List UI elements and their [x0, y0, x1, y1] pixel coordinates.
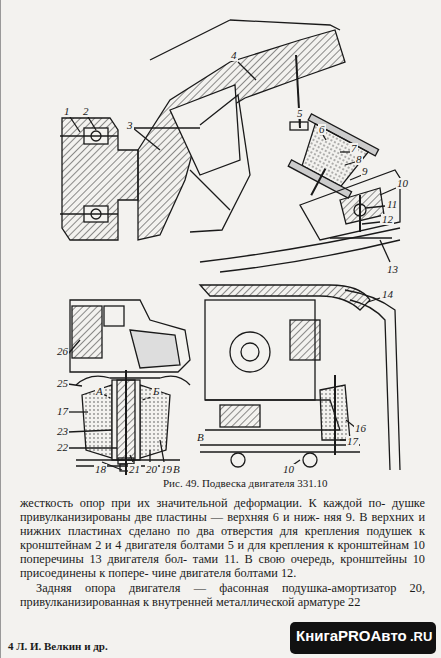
callout-number: 13 — [386, 264, 399, 275]
callout-number: Б — [152, 386, 161, 397]
callout-number: 21 — [128, 464, 141, 475]
body-paragraph: жесткость опор при их значительной дефор… — [20, 496, 425, 580]
callout-number: 4 — [230, 50, 238, 61]
callout-number: 7 — [350, 143, 358, 154]
callout-number: 26 — [56, 346, 69, 357]
callout-number: 8 — [355, 154, 363, 165]
callout-number: 25 — [56, 378, 69, 389]
figure-caption: Рис. 49. Подвеска двигателя 331.10 — [163, 478, 328, 489]
callout-number: А — [95, 386, 104, 397]
callout-number: 9 — [361, 166, 369, 177]
callout-number: 22 — [56, 442, 69, 453]
callout-number: В — [196, 432, 205, 443]
callout-number: 11 — [386, 199, 398, 210]
body-paragraph: Задняя опора двигателя — фасонная подушк… — [20, 581, 425, 609]
callout-number: 17 — [346, 436, 359, 447]
page-footer: 4 Л. И. Велкин и др. — [8, 641, 108, 652]
callout-number: 17 — [56, 406, 69, 417]
callout-number: 6 — [318, 124, 326, 135]
callout-number: 12 — [381, 214, 394, 225]
watermark-text: .RU — [410, 630, 432, 643]
callout-number: 5 — [296, 108, 304, 119]
callout-number: 14 — [381, 289, 394, 300]
callout-number: 20 — [145, 464, 158, 475]
callout-number: В — [172, 464, 181, 475]
callout-number: 18 — [94, 464, 107, 475]
callout-number: 10 — [282, 464, 295, 475]
callout-number: 1 — [63, 106, 71, 117]
callout-number: 10 — [396, 178, 409, 189]
callout-number: 3 — [126, 120, 134, 131]
callout-number: 23 — [56, 426, 69, 437]
callout-number: 2 — [82, 106, 90, 117]
watermark-text: КнигаPROАвто — [296, 628, 407, 643]
callout-number: 16 — [354, 423, 367, 434]
